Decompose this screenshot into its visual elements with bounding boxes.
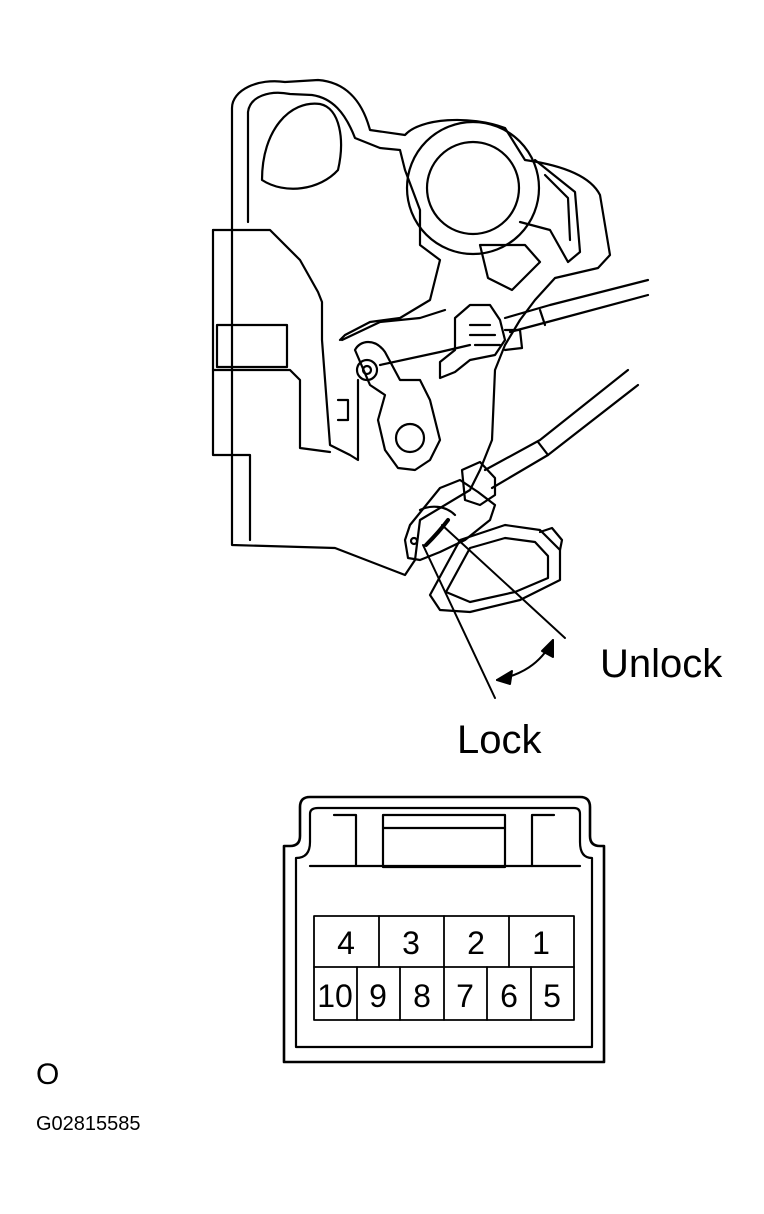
- actuator-arm-edge: [418, 505, 457, 517]
- lower-cable-sleeve: [536, 440, 550, 457]
- pin-4: 4: [337, 925, 355, 961]
- upper-cable: [503, 278, 650, 334]
- arrowhead-lock: [496, 670, 513, 685]
- upper-lobe: [260, 102, 343, 190]
- lever-link: [340, 308, 472, 367]
- actuator-arm: [403, 478, 497, 562]
- pin-9: 9: [369, 978, 387, 1014]
- lower-clip: [460, 460, 497, 507]
- pin-10: 10: [317, 978, 353, 1014]
- connector-lock-tab: [381, 813, 507, 869]
- lower-block: [478, 243, 542, 292]
- unlock-reference-line: [441, 524, 566, 639]
- lock-connector-tab: [538, 526, 564, 552]
- pin-8: 8: [413, 978, 431, 1014]
- connector-latch-left: [332, 813, 358, 868]
- left-bracket: [211, 228, 252, 542]
- connector-outer-shell: [282, 795, 606, 1064]
- upper-cable-sleeve: [538, 308, 547, 327]
- lock-assembly: [211, 78, 650, 614]
- gear-inner: [425, 140, 521, 236]
- pivot-center: [361, 364, 373, 376]
- pin-3: 3: [402, 925, 420, 961]
- unlock-label: Unlock: [600, 642, 723, 686]
- pin-6: 6: [500, 978, 518, 1014]
- lock-connector-housing: [428, 523, 562, 614]
- travel-indicator: [422, 524, 566, 699]
- gear-outer: [405, 120, 541, 256]
- pin-7: 7: [456, 978, 474, 1014]
- connector-front-view: 4 3 2 1 10 9 8 7 6 5: [282, 795, 606, 1064]
- left-rail-step: [336, 398, 350, 422]
- upper-clip-teeth: [468, 323, 524, 352]
- pivot-ring: [355, 358, 379, 382]
- pin-2: 2: [467, 925, 485, 961]
- lower-cable: [483, 368, 640, 490]
- arrowhead-unlock: [541, 639, 554, 658]
- connector-inner-shell: [294, 806, 594, 1049]
- connector-latch-right: [530, 813, 556, 868]
- lock-reference-line: [422, 544, 496, 699]
- lever-plate: [353, 340, 442, 472]
- pin-grid: [313, 915, 575, 1021]
- gear-arm: [518, 158, 582, 264]
- figure-code: G02815585: [36, 1113, 141, 1135]
- lock-connector-inner: [444, 536, 550, 604]
- actuator-arm-thick: [424, 518, 450, 547]
- housing-inner-contour: [246, 91, 442, 342]
- housing-outline: [230, 78, 612, 577]
- upper-clip: [438, 303, 507, 380]
- lock-label: Lock: [457, 718, 542, 762]
- left-rail: [211, 368, 332, 454]
- actuator-pin: [409, 536, 419, 546]
- gear-arm-inner: [543, 173, 572, 242]
- left-window: [215, 323, 289, 369]
- lever-hole: [394, 422, 426, 454]
- left-bracket-inner: [211, 228, 360, 462]
- pin-5: 5: [543, 978, 561, 1014]
- view-mark: O: [36, 1058, 60, 1091]
- pin-1: 1: [532, 925, 550, 961]
